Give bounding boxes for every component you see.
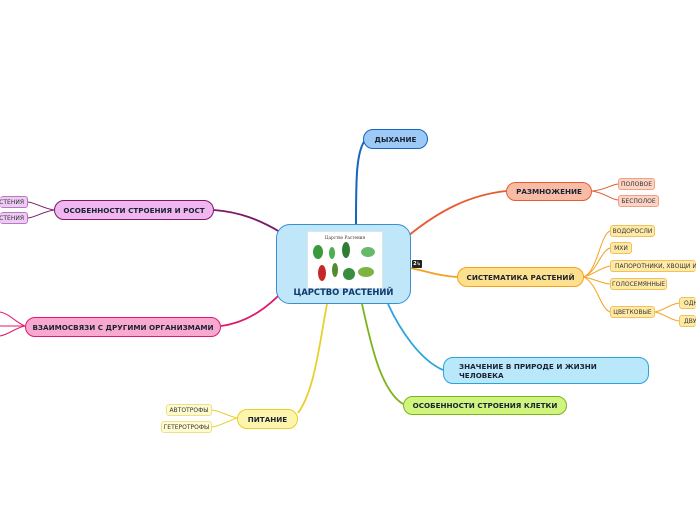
subtopic-avtotrofy[interactable]: АВТОТРОФЫ [166,404,212,416]
subtopic-bespoloe[interactable]: БЕСПОЛОЕ [618,195,659,207]
subtopic-paporotniki[interactable]: ПАПОРОТНИКИ, ХВОЩИ И П [610,260,696,272]
topic-sistematika[interactable]: СИСТЕМАТИКА РАСТЕНИЙ [457,267,584,287]
subtopic-dvu[interactable]: ДВУ [679,315,696,327]
central-topic-title: ЦАРСТВО РАСТЕНИЙ [293,287,394,297]
topic-kletki[interactable]: ОСОБЕННОСТИ СТРОЕНИЯ КЛЕТКИ [403,396,567,415]
subtopic-odno[interactable]: ОДН [679,297,696,309]
image-caption: Царство Растения [325,235,366,240]
collapse-badge[interactable]: 2↳ [412,260,422,268]
central-topic[interactable]: Царство Растения ЦАРСТВО РАСТЕНИЙ [276,224,411,304]
subtopic-rasteniya-2[interactable]: АСТЕНИЯ [0,212,28,224]
subtopic-geterotrofy[interactable]: ГЕТЕРОТРОФЫ [161,421,212,433]
subtopic-golosemyannye[interactable]: ГОЛОСЕМЯННЫЕ [610,278,667,290]
topic-znachenie[interactable]: ЗНАЧЕНИЕ В ПРИРОДЕ И ЖИЗНИ ЧЕЛОВЕКА [443,357,649,384]
subtopic-mhi[interactable]: МХИ [610,242,632,254]
subtopic-rasteniya-1[interactable]: АСТЕНИЯ [0,196,28,208]
plants-image: Царство Растения [307,231,383,289]
topic-pitanie[interactable]: ПИТАНИЕ [237,409,298,429]
topic-stroenie-rost[interactable]: ОСОБЕННОСТИ СТРОЕНИЯ И РОСТ [54,200,214,220]
subtopic-cvetkovye[interactable]: ЦВЕТКОВЫЕ [610,306,655,318]
subtopic-polovoe[interactable]: ПОЛОВОЕ [618,178,655,190]
topic-razmnozhenie[interactable]: РАЗМНОЖЕНИЕ [506,182,592,201]
topic-dyhanie[interactable]: ДЫХАНИЕ [363,129,428,149]
topic-vzaimosvyazi[interactable]: ВЗАИМОСВЯЗИ С ДРУГИМИ ОРГАНИЗМАМИ [25,317,221,337]
subtopic-vodorosli[interactable]: ВОДОРОСЛИ [610,225,655,237]
